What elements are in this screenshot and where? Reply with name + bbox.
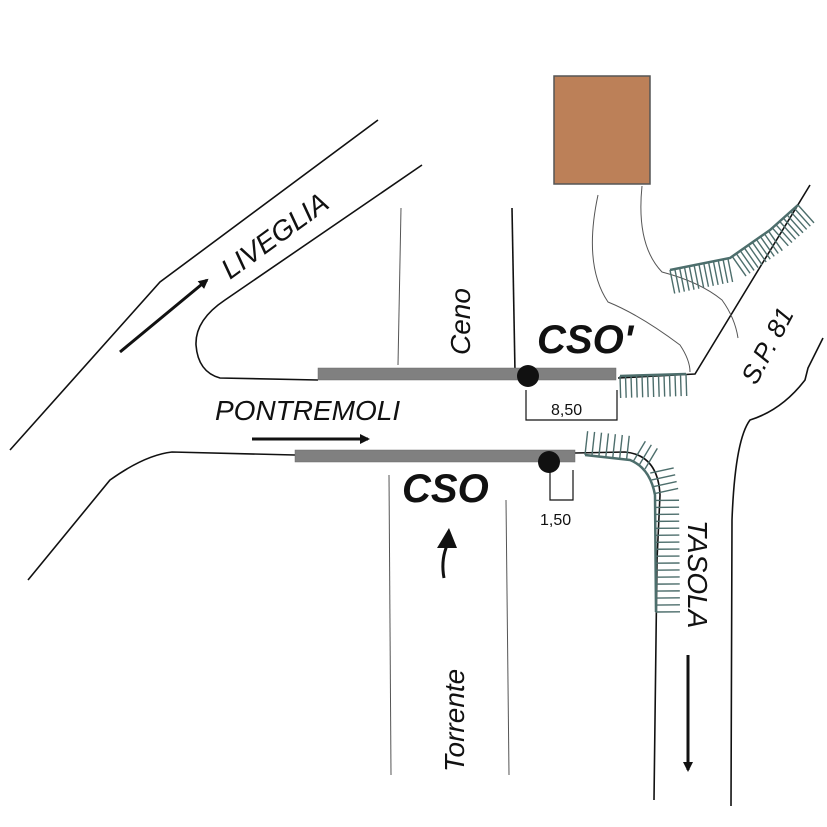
label-liveglia: LIVEGLIA [215,187,334,285]
bridge-upper [317,367,617,381]
vegetation-tick [678,267,686,292]
vegetation-tick [747,244,763,266]
vegetation-tick [630,375,633,398]
vegetation-tick [751,241,767,263]
vegetation-tick [605,433,610,458]
label-cso-upper: CSO' [537,318,635,362]
vegetation-tick [703,263,710,287]
vegetation-hatch-bridge [619,373,688,399]
road-liveglia-outer [9,119,379,451]
vegetation-tick [688,266,695,290]
vegetation-tick [624,375,627,398]
vegetation-tick [698,264,705,288]
river-bank-torrente-west [388,474,392,776]
vegetation-tick [763,233,779,254]
vegetation-tick [584,431,589,456]
dimension-lower-label: 1,50 [540,512,571,529]
vegetation-tick [735,253,751,274]
vegetation-tick [641,375,644,398]
vegetation-tick [683,266,690,291]
arrow-liveglia-icon [119,278,209,354]
measure-point-lower-icon [538,451,560,473]
vegetation-hatch-tasola [584,431,681,613]
vegetation-tick [619,375,622,399]
roads [9,119,824,807]
vegetation-tick [653,480,677,488]
vegetation-tick [797,204,815,224]
vegetation-slope-bridge [619,372,688,399]
vegetation-tick [717,260,724,285]
dimension-upper: 8,50 [525,390,618,421]
label-pontremoli: PONTREMOLI [215,395,400,426]
vegetation-tick [591,431,596,456]
vegetation-tick [638,444,652,466]
label-cso-lower: CSO [402,467,489,511]
vegetation-hatch-ne [669,204,815,294]
river [388,185,739,776]
vegetation-tick [775,224,793,244]
river-bank-ceno-west [397,207,402,366]
vegetation-tick [651,474,676,481]
label-sp81: S.P. 81 [735,302,800,388]
vegetation-tick [625,435,630,460]
vegetation-tick [668,374,671,397]
vegetation-tick [743,247,759,269]
measure-point-upper-icon [517,365,539,387]
vegetation-tick [739,250,755,271]
vegetation-tick [674,268,681,293]
vegetation-tick [771,227,789,247]
river-bank-torrente-east [505,499,510,776]
vegetation-tick [793,207,811,227]
creek-west [591,194,691,373]
vegetation-tick [755,239,771,260]
vegetation-tick [786,214,804,234]
dimension-lower: 1,50 [540,470,574,529]
vegetation-tick [712,261,719,285]
vegetation-tick [598,432,603,457]
label-torrente: Torrente [439,669,470,772]
vegetation-tick [612,434,617,459]
vegetation-tick [635,375,638,398]
vegetation-tick [654,487,679,495]
river-flow-arrow-icon [437,528,457,579]
road-liveglia-inner [195,164,423,381]
vegetation-slope-tasola [584,431,681,613]
road-sp81 [730,337,824,807]
vegetation-tick [644,448,658,470]
vegetation-tick [759,236,775,257]
building [553,75,651,185]
road-north-edge-east [617,184,811,379]
vegetation-tick [727,258,734,283]
vegetation-tick [674,374,677,397]
vegetation-tick [618,434,623,459]
vegetation-tick [782,217,800,237]
vegetation-tick [652,374,655,398]
vegetation-tick [767,230,783,252]
bridge-lower [294,449,576,463]
river-bank-ceno-east [511,207,516,373]
vegetation-tick [663,374,666,397]
vegetation-tick [779,220,797,240]
vegetation-tick [722,259,729,284]
vegetation-tick [707,262,714,286]
vegetation-tick [693,265,700,289]
label-ceno: Ceno [445,288,476,355]
dimension-upper-label: 8,50 [551,402,582,419]
vegetation-tick [685,373,688,397]
vegetation-tick [650,467,674,474]
vegetation-tick [679,374,682,397]
road-tasola-west [574,451,661,801]
vegetation-tick [790,211,808,230]
vegetation-tick [669,269,676,294]
label-tasola: TASOLA [682,520,713,628]
vegetation-tick [731,256,747,277]
vegetation-tick [632,440,646,463]
vegetation-tick [657,374,660,397]
road-south-edge [27,451,296,581]
creek-east [640,185,739,339]
vegetation-slope-ne [669,204,815,294]
vegetation-tick [646,375,649,398]
